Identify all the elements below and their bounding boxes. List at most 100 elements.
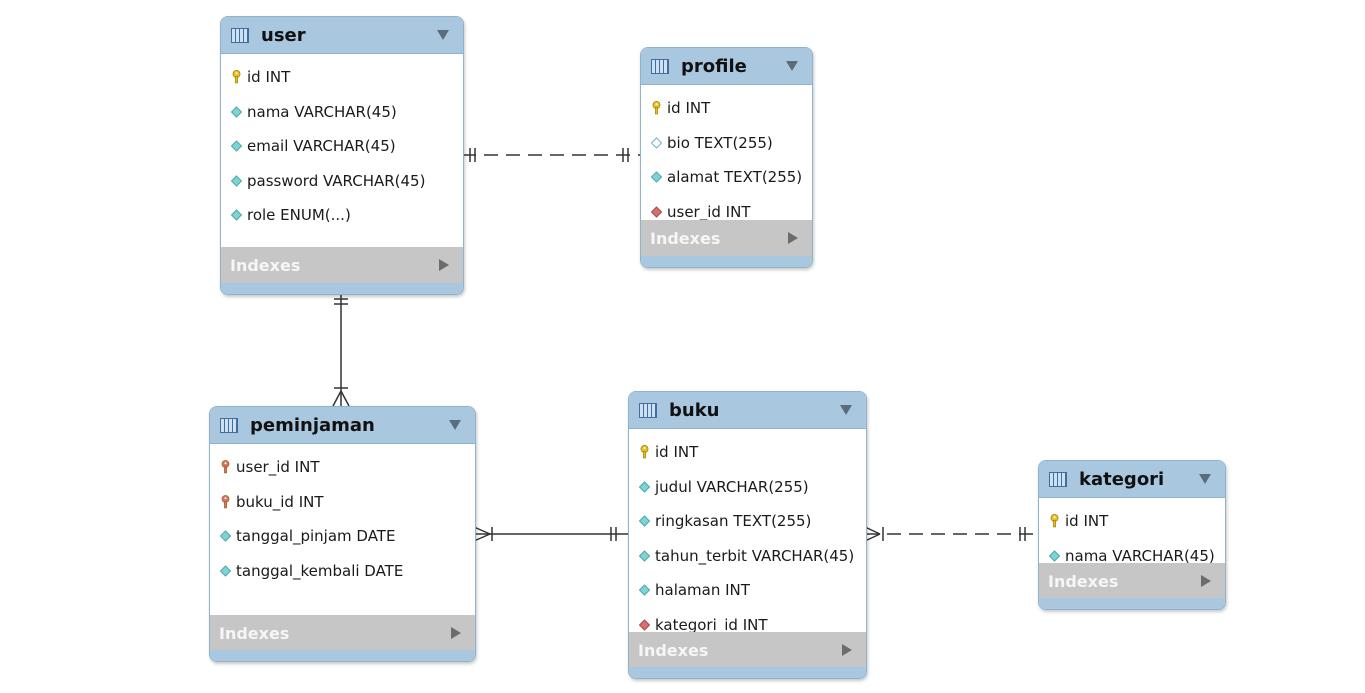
collapse-caret-icon[interactable] [1199, 474, 1211, 484]
collapse-caret-icon[interactable] [840, 405, 852, 415]
column-diamond-icon [638, 549, 651, 563]
table-name: profile [681, 55, 747, 77]
column-label: user_id INT [236, 458, 320, 477]
relationship-user-profile[interactable] [462, 148, 640, 162]
column-row[interactable]: user_id INT [210, 450, 475, 485]
table-icon [639, 402, 657, 418]
column-label: nama VARCHAR(45) [247, 102, 397, 121]
relationship-user-peminjaman[interactable] [332, 293, 350, 407]
column-row[interactable]: buku_id INT [210, 485, 475, 520]
column-diamond-icon [219, 529, 232, 543]
column-row[interactable]: role ENUM(...) [221, 198, 463, 233]
column-row[interactable]: id INT [629, 435, 866, 470]
primary-key-icon [638, 445, 651, 459]
column-label: tahun_terbit VARCHAR(45) [655, 546, 855, 565]
table-footer [1039, 598, 1225, 609]
primary-key-icon [230, 70, 243, 84]
relationship-kategori-buku[interactable] [864, 526, 1038, 542]
column-row[interactable]: id INT [641, 91, 812, 126]
table-icon [1049, 471, 1067, 487]
column-label: id INT [247, 68, 291, 87]
column-row[interactable]: kategori_id INT [629, 608, 866, 643]
table-name: user [261, 24, 306, 46]
table-kategori-header[interactable]: kategori [1039, 461, 1225, 498]
expand-arrow-icon[interactable] [451, 627, 461, 639]
column-row[interactable]: id INT [221, 60, 463, 95]
column-label: judul VARCHAR(255) [655, 477, 809, 496]
column-row[interactable]: tanggal_kembali DATE [210, 554, 475, 589]
table-footer [221, 283, 463, 294]
foreign-primary-key-icon [219, 494, 232, 509]
column-row[interactable]: halaman INT [629, 573, 866, 608]
table-name: peminjaman [250, 414, 375, 436]
table-kategori[interactable]: kategori id INT nama VARCHAR(45) Indexes [1038, 460, 1226, 610]
indexes-label: Indexes [638, 640, 709, 660]
collapse-caret-icon[interactable] [449, 420, 461, 430]
column-row[interactable]: bio TEXT(255) [641, 126, 812, 161]
table-icon [220, 417, 238, 433]
column-row[interactable]: alamat TEXT(255) [641, 160, 812, 195]
column-label: halaman INT [655, 581, 750, 600]
table-name: buku [669, 399, 720, 421]
table-peminjaman-header[interactable]: peminjaman [210, 407, 475, 444]
column-diamond-icon [638, 583, 651, 597]
table-profile[interactable]: profile id INT bio TEXT(255) alamat TEXT… [640, 47, 813, 268]
column-row[interactable]: password VARCHAR(45) [221, 164, 463, 199]
indexes-label: Indexes [650, 228, 721, 248]
column-label: user_id INT [667, 202, 751, 221]
expand-arrow-icon[interactable] [439, 259, 449, 271]
column-row[interactable]: nama VARCHAR(45) [1039, 539, 1225, 574]
column-label: id INT [667, 99, 711, 118]
foreign-key-diamond-icon [650, 205, 663, 219]
indexes-bar[interactable]: Indexes [641, 220, 812, 256]
table-profile-header[interactable]: profile [641, 48, 812, 85]
indexes-bar[interactable]: Indexes [1039, 563, 1225, 599]
foreign-primary-key-icon [219, 460, 232, 474]
indexes-bar[interactable]: Indexes [629, 632, 866, 668]
table-icon [651, 58, 669, 74]
column-row[interactable]: tanggal_pinjam DATE [210, 519, 475, 554]
column-diamond-icon [230, 105, 243, 119]
column-diamond-icon [638, 514, 651, 528]
table-peminjaman[interactable]: peminjaman user_id INT buku_id INT tangg… [209, 406, 476, 662]
column-label: id INT [655, 443, 699, 462]
expand-arrow-icon[interactable] [788, 232, 798, 244]
column-row[interactable]: email VARCHAR(45) [221, 129, 463, 164]
collapse-caret-icon[interactable] [437, 30, 449, 40]
column-row[interactable]: id INT [1039, 504, 1225, 539]
column-label: ringkasan TEXT(255) [655, 512, 812, 531]
column-row[interactable]: judul VARCHAR(255) [629, 470, 866, 505]
relationship-buku-peminjaman[interactable] [473, 526, 628, 542]
column-diamond-icon [230, 208, 243, 222]
table-user[interactable]: user id INT nama VARCHAR(45) email VARCH… [220, 16, 464, 295]
table-footer [641, 256, 812, 267]
table-buku-header[interactable]: buku [629, 392, 866, 429]
column-label: kategori_id INT [655, 615, 768, 634]
indexes-label: Indexes [1048, 571, 1119, 591]
expand-arrow-icon[interactable] [842, 644, 852, 656]
indexes-bar[interactable]: Indexes [221, 247, 463, 283]
table-user-header[interactable]: user [221, 17, 463, 54]
column-diamond-icon [219, 564, 232, 578]
foreign-key-diamond-icon [638, 618, 651, 632]
primary-key-icon [650, 101, 663, 115]
expand-arrow-icon[interactable] [1201, 575, 1211, 587]
table-footer [210, 650, 475, 661]
column-row[interactable]: nama VARCHAR(45) [221, 95, 463, 130]
table-icon [231, 27, 249, 43]
table-buku[interactable]: buku id INT judul VARCHAR(255) ringkasan… [628, 391, 867, 679]
column-label: id INT [1065, 512, 1109, 531]
column-row[interactable]: tahun_terbit VARCHAR(45) [629, 539, 866, 574]
column-label: tanggal_kembali DATE [236, 561, 404, 580]
column-diamond-icon [230, 139, 243, 153]
primary-key-icon [1048, 514, 1061, 528]
column-diamond-icon [638, 480, 651, 494]
column-label: alamat TEXT(255) [667, 168, 803, 187]
indexes-bar[interactable]: Indexes [210, 615, 475, 651]
column-diamond-icon [230, 174, 243, 188]
collapse-caret-icon[interactable] [786, 61, 798, 71]
column-diamond-outline-icon [650, 136, 663, 150]
column-row[interactable]: user_id INT [641, 195, 812, 230]
column-row[interactable]: ringkasan TEXT(255) [629, 504, 866, 539]
